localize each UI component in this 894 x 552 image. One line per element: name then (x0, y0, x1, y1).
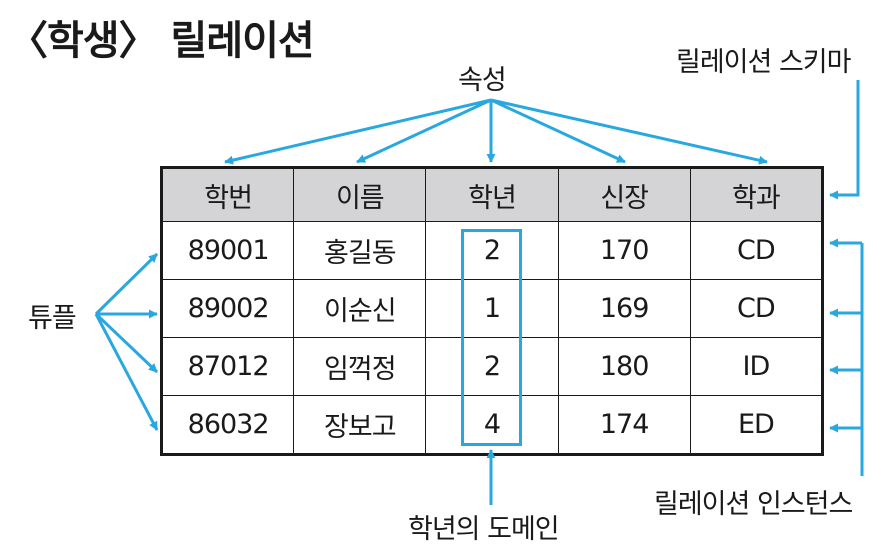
table-cell: 홍길동 (293, 221, 427, 280)
attribute-arrow (356, 98, 492, 164)
table-cell: 2 (425, 337, 559, 396)
table-cell: 174 (557, 395, 691, 455)
tuple-arrow (94, 313, 159, 431)
table-cell: 장보고 (293, 395, 427, 455)
table-cell: ID (689, 337, 824, 396)
table-cell: 2 (425, 221, 559, 280)
table-cell: 170 (557, 221, 691, 280)
table-row: 89001 홍길동 2 170 CD (160, 221, 824, 280)
attribute-label: 속성 (458, 65, 507, 96)
domain-highlight-box (461, 229, 522, 446)
schema-label: 릴레이션 스키마 (676, 47, 851, 78)
table-cell: 89002 (160, 279, 295, 338)
table-cell: 169 (557, 279, 691, 338)
header-cell: 학과 (689, 167, 824, 222)
schema-bracket (829, 80, 860, 200)
attribute-arrow (490, 98, 768, 165)
table-cell: 임꺽정 (293, 337, 427, 396)
diagram-title: 〈학생〉 릴레이션 (8, 18, 315, 64)
student-relation-table: 학번 이름 학년 신장 학과 89001 홍길동 2 170 CD 89002 … (160, 166, 824, 456)
tuple-arrow (94, 312, 159, 374)
table-cell: 이순신 (293, 279, 427, 338)
header-cell: 신장 (557, 167, 691, 222)
domain-label: 학년의 도메인 (408, 514, 560, 545)
table-cell: ED (689, 395, 824, 455)
table-cell: CD (689, 221, 824, 280)
header-cell: 이름 (293, 167, 427, 222)
attribute-arrow (490, 98, 626, 164)
attribute-arrow (224, 98, 492, 165)
table-cell: 86032 (160, 395, 295, 455)
table-cell: CD (689, 279, 824, 338)
instance-label: 릴레이션 인스턴스 (654, 489, 853, 520)
header-cell: 학년 (425, 167, 559, 222)
table-cell: 1 (425, 279, 559, 338)
table-row: 89002 이순신 1 169 CD (160, 279, 824, 338)
tuple-arrow (94, 252, 159, 316)
table-row: 87012 임꺽정 2 180 ID (160, 337, 824, 396)
header-row: 학번 이름 학년 신장 학과 (160, 167, 824, 222)
tuple-label: 튜플 (28, 303, 77, 334)
table-row: 86032 장보고 4 174 ED (160, 395, 824, 455)
